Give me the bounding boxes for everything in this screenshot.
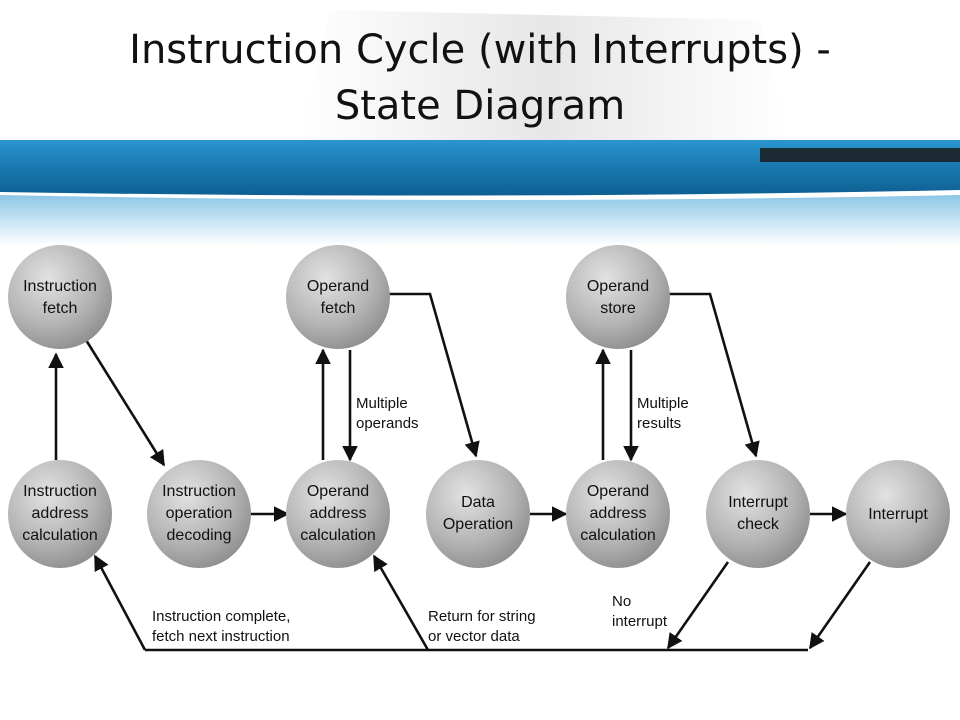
node-label: Interrupt [868,506,928,523]
label-multiple-results: Multiple [637,395,689,412]
node-label: Operand [307,278,369,295]
node-label: calculation [22,527,98,544]
slide-title: Instruction Cycle (with Interrupts) - St… [0,22,960,134]
state-circle [426,460,530,568]
edges [48,292,872,652]
label-instruction-complete: Instruction complete, [152,608,290,625]
edge-to-operand-address-calc [372,554,430,651]
state-circle [8,245,112,349]
edge-fetch-to-decoding [84,339,166,467]
edge-labels: Multiple operands Multiple results Instr… [152,395,689,645]
node-label: calculation [300,527,376,544]
node-label: store [600,300,636,317]
edge-store-to-interrupt-check [666,292,760,458]
node-interrupt: Interrupt [846,460,950,568]
banner-dark-stripe [760,148,960,162]
node-instruction-operation-decoding: Instruction operation decoding [147,460,251,568]
node-instruction-fetch: Instruction fetch [8,245,112,349]
edge-operand-fetch-to-data-op [386,292,480,458]
state-circle [147,460,251,568]
state-circle [566,460,670,568]
label-no-interrupt: No [612,593,631,610]
label-instruction-complete: fetch next instruction [152,628,290,645]
node-interrupt-check: Interrupt check [706,460,810,568]
node-label: address [32,505,89,522]
state-circle [846,460,950,568]
label-no-interrupt: interrupt [612,613,668,630]
label-multiple-operands: Multiple [356,395,408,412]
state-circle [566,245,670,349]
node-label: Operand [587,278,649,295]
state-circle [286,245,390,349]
node-label: Operand [307,483,369,500]
edge-no-interrupt [666,561,730,650]
node-label: Operand [587,483,649,500]
node-label: Instruction [23,278,97,295]
edge-interrupt-return [808,561,872,650]
title-line-1: Instruction Cycle (with Interrupts) - [129,27,831,73]
node-operand-address-calculation-2: Operand address calculation [566,460,670,568]
edge-to-instruction-address-calc [93,554,147,651]
state-circle [8,460,112,568]
node-operand-address-calculation-1: Operand address calculation [286,460,390,568]
node-label: fetch [43,300,78,317]
node-label: address [590,505,647,522]
node-instruction-address-calculation: Instruction address calculation [8,460,112,568]
node-label: decoding [167,527,232,544]
label-return-for-string: Return for string [428,608,536,625]
state-circle [706,460,810,568]
state-circle [286,460,390,568]
node-label: address [310,505,367,522]
node-label: fetch [321,300,356,317]
label-multiple-results: results [637,415,681,432]
node-label: Instruction [23,483,97,500]
node-label: Operation [443,516,513,533]
node-label: calculation [580,527,656,544]
label-return-for-string: or vector data [428,628,520,645]
blue-banner [0,140,960,196]
node-label: Interrupt [728,494,788,511]
node-label: operation [166,505,233,522]
node-data-operation: Data Operation [426,460,530,568]
slide-header: Instruction Cycle (with Interrupts) - St… [0,0,960,245]
banner-reflection [0,195,960,245]
node-operand-store: Operand store [566,245,670,349]
title-line-2: State Diagram [334,83,626,129]
node-label: check [737,516,780,533]
node-label: Instruction [162,483,236,500]
chip-watermark [300,10,790,140]
label-multiple-operands: operands [356,415,419,432]
header-decoration [0,10,960,245]
node-label: Data [461,494,495,511]
node-operand-fetch: Operand fetch [286,245,390,349]
